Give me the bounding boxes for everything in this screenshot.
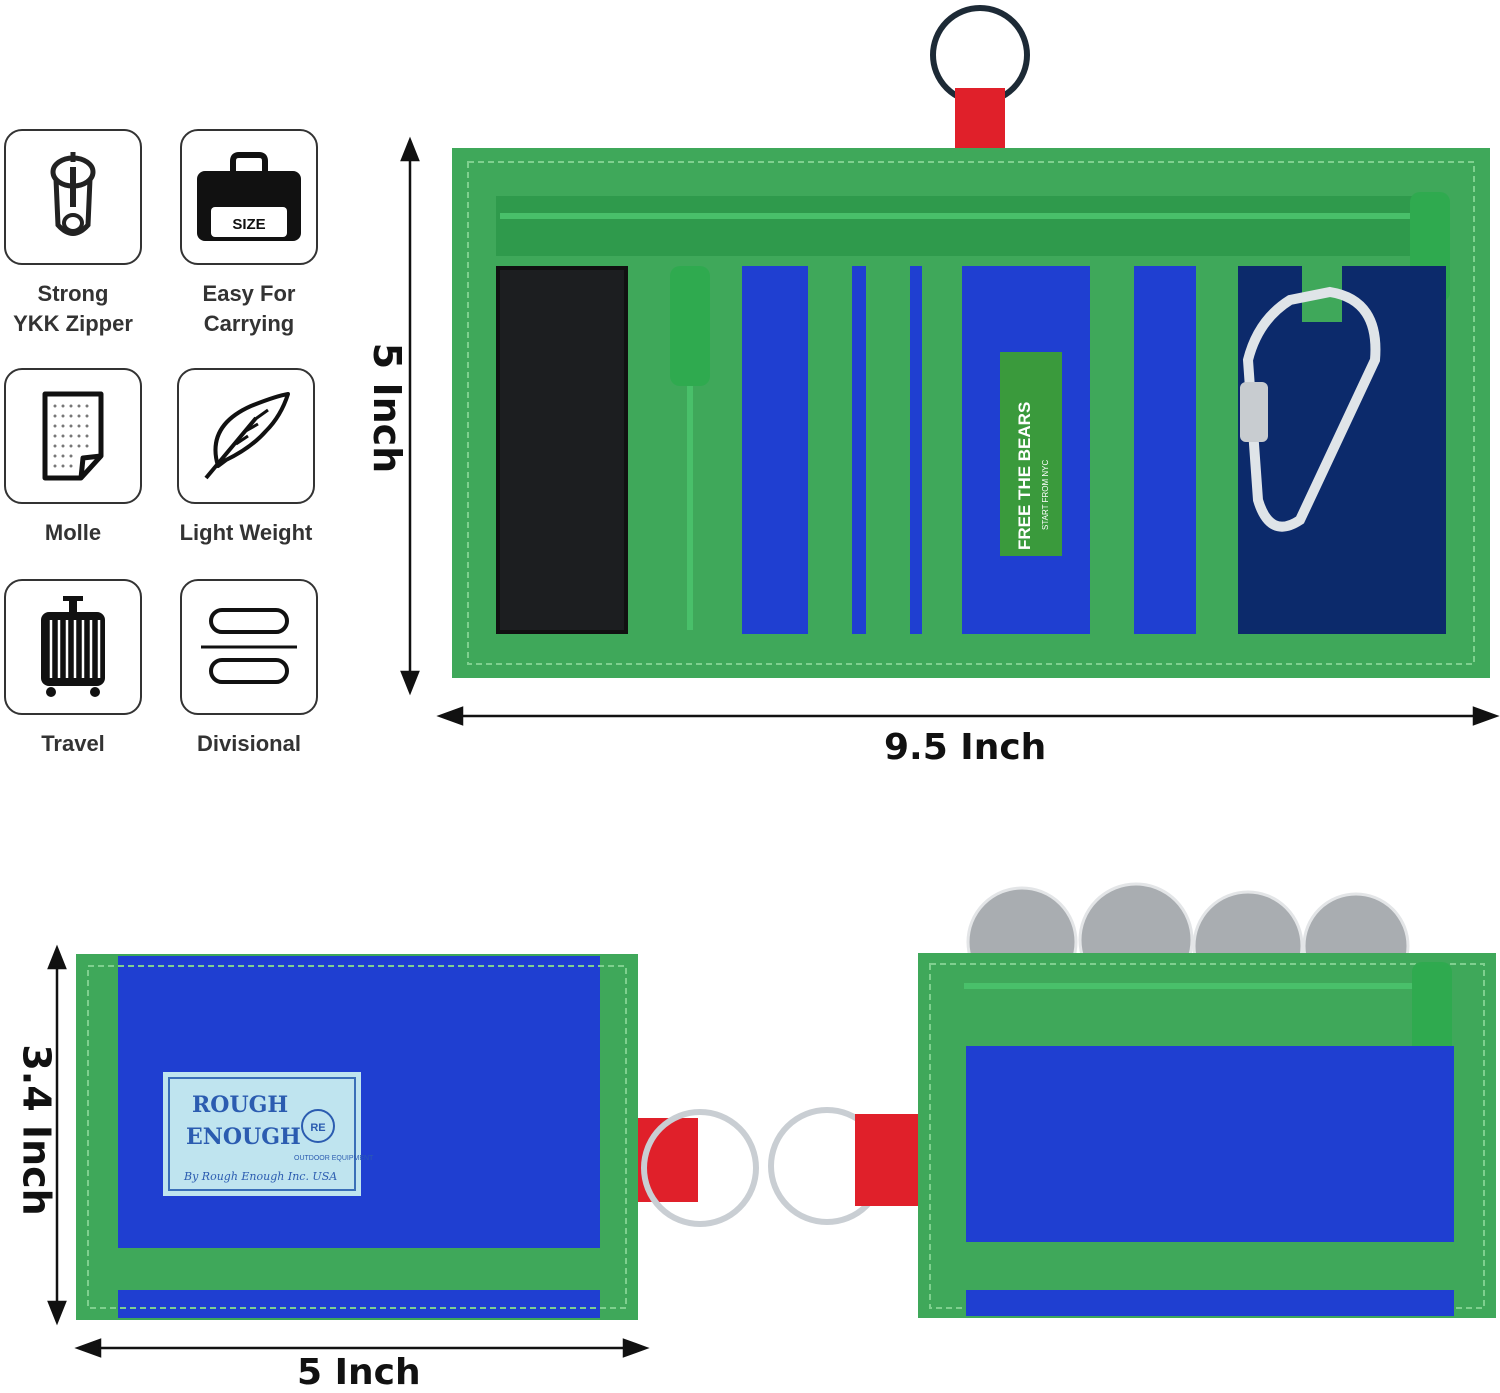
height-arrow xyxy=(400,136,420,696)
size-text: SIZE xyxy=(232,216,265,233)
brand-patch xyxy=(163,1072,361,1196)
feature-strong-zipper: Strong YKK Zipper xyxy=(3,129,143,339)
key-ring-left xyxy=(641,1109,759,1227)
feature-label: Strong YKK Zipper xyxy=(13,281,133,336)
zipper-icon xyxy=(50,152,96,236)
feature-label: Light Weight xyxy=(179,520,313,545)
carabiner xyxy=(1242,286,1381,532)
red-strap xyxy=(955,88,1005,156)
folded-width-arrow xyxy=(74,1338,650,1358)
patch-line1: ROUGH xyxy=(192,1092,288,1118)
folded-width-label: 5 Inch xyxy=(297,1352,421,1393)
open-height-label: 5 Inch xyxy=(365,342,410,474)
open-width-label: 9.5 Inch xyxy=(884,727,1047,768)
feature-box: SIZE xyxy=(180,129,318,265)
inner-label-tag xyxy=(1000,352,1062,556)
feature-easy-carrying: SIZE Easy For Carrying xyxy=(179,129,319,339)
key-ring xyxy=(930,5,1030,105)
patch-line3: By Rough Enough Inc. USA xyxy=(183,1170,337,1183)
feature-label: Easy For Carrying xyxy=(202,281,296,336)
feature-divisional: Divisional xyxy=(179,579,319,759)
zipper-pull-pocket xyxy=(670,266,710,386)
inner-label-text: FREE THE BEARS xyxy=(1015,402,1034,550)
feature-box xyxy=(177,368,315,504)
divisional-icon xyxy=(201,608,297,684)
patch-badge: RE xyxy=(310,1122,325,1134)
open-wallet-image: FREE THE BEARS START FROM NYC xyxy=(400,5,1500,726)
feature-light-weight: Light Weight xyxy=(176,368,316,548)
inner-sublabel-text: START FROM NYC xyxy=(1041,460,1050,530)
luggage-icon xyxy=(41,596,105,697)
feature-box xyxy=(4,368,142,504)
patch-side: OUTDOOR EQUIPMENT xyxy=(294,1155,374,1162)
feature-box xyxy=(4,579,142,715)
feature-label: Divisional xyxy=(197,731,301,756)
feature-box xyxy=(4,129,142,265)
feature-molle: Molle xyxy=(3,368,143,548)
feature-box xyxy=(180,579,318,715)
patch-line2: ENOUGH xyxy=(186,1124,301,1150)
folded-wallets-image: ROUGH ENOUGH RE OUTDOOR EQUIPMENT By Rou… xyxy=(47,882,1496,1358)
molle-fabric-icon xyxy=(42,391,104,481)
zipper-pull-coin xyxy=(1412,962,1452,1056)
briefcase-size-icon: SIZE xyxy=(197,152,301,241)
feature-travel: Travel xyxy=(3,579,143,759)
feather-icon xyxy=(204,392,290,480)
feature-label: Travel xyxy=(41,731,105,756)
folded-height-label: 3.4 Inch xyxy=(14,1044,59,1216)
width-arrow xyxy=(436,706,1500,726)
feature-label: Molle xyxy=(44,520,102,545)
folded-height-arrow xyxy=(47,944,67,1326)
